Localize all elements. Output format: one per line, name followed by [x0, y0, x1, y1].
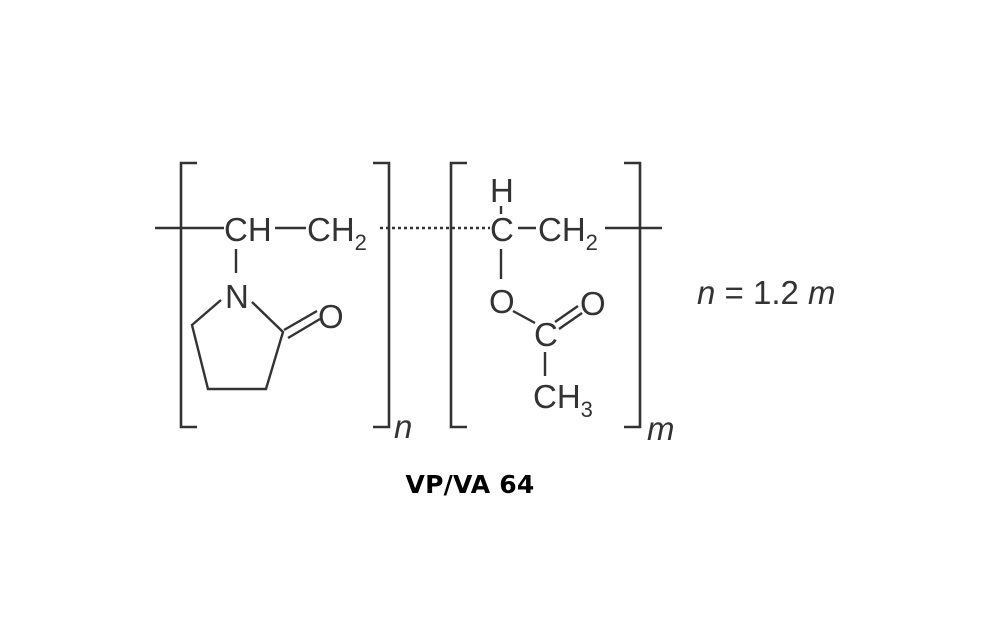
- bond-acyl-carbonyl-1: [554, 305, 579, 323]
- va-acyl-o-label: O: [580, 285, 606, 322]
- vp-ch2-label: CH2: [307, 211, 367, 255]
- ratio-n: n: [697, 274, 715, 311]
- va-ester-o-label: O: [489, 283, 515, 320]
- bracket-left-vp: [179, 161, 197, 429]
- bracket-left-va: [449, 161, 467, 429]
- va-repeat-index: m: [647, 410, 675, 447]
- ratio-label: n = 1.2 m: [697, 274, 836, 311]
- vp-carbonyl-o-label: O: [318, 298, 344, 335]
- bond-o-acyl-c: [512, 309, 536, 325]
- va-ch3-label: CH3: [533, 378, 593, 422]
- bond-ring-carbonyl-1: [283, 309, 318, 332]
- vp-ch-label: CH: [224, 211, 272, 248]
- va-acyl-c-label: C: [534, 316, 558, 353]
- vp-repeat-index: n: [394, 408, 412, 445]
- vp-nitrogen-label: N: [225, 278, 249, 315]
- figure-caption: VP/VA 64: [405, 470, 535, 499]
- bond-ring-carbonyl-2: [287, 317, 321, 340]
- va-ch2-label: CH2: [538, 211, 598, 255]
- vp-ch2-sub: 2: [355, 230, 367, 255]
- va-ch3-sub: 3: [581, 397, 593, 422]
- va-ch2-sub: 2: [586, 230, 598, 255]
- pyrrolidone-ring: [190, 299, 285, 391]
- bond-acyl-carbonyl-2: [558, 312, 583, 330]
- bracket-right-vp: [373, 161, 391, 429]
- bracket-right-va: [624, 161, 642, 429]
- va-h-label: H: [490, 172, 514, 209]
- va-c-label: C: [490, 211, 514, 248]
- va-ch2-main: CH: [538, 211, 586, 248]
- vp-ch2-main: CH: [307, 211, 355, 248]
- ratio-value: = 1.2: [715, 274, 808, 311]
- ratio-m: m: [808, 274, 836, 311]
- va-ch3-main: CH: [533, 378, 581, 415]
